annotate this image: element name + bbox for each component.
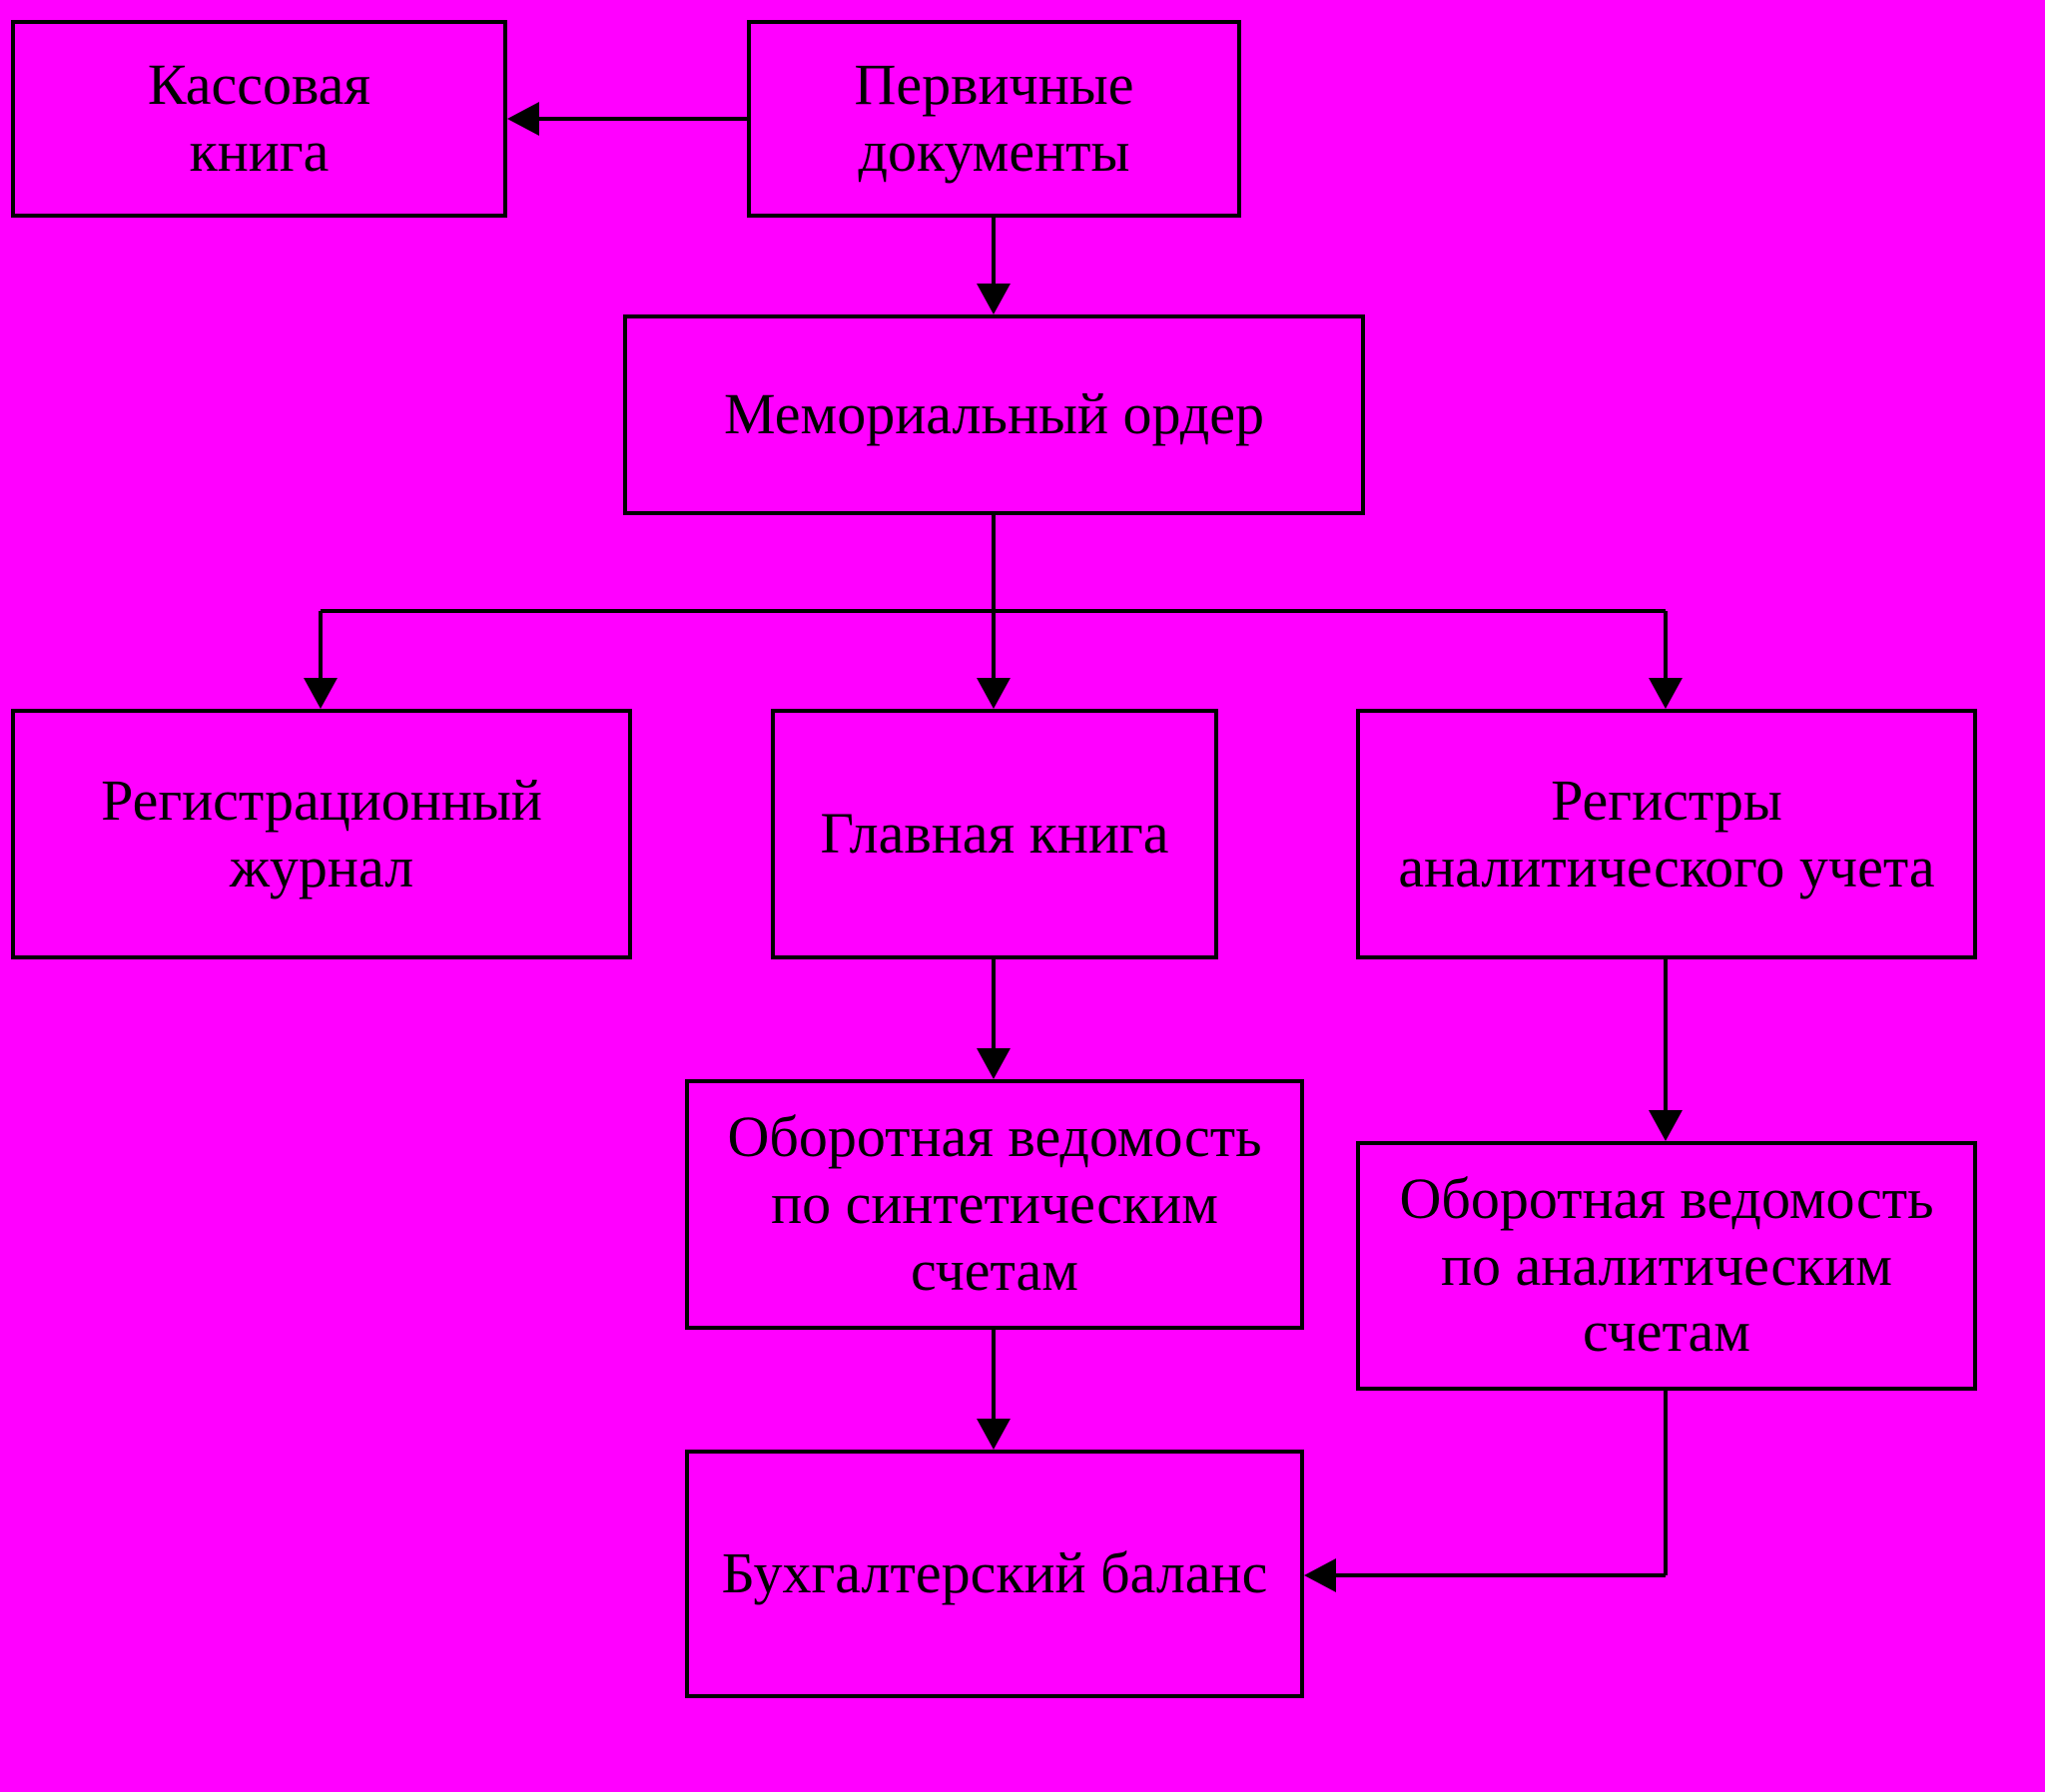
edge-memorial-to-registers-arrow xyxy=(1649,678,1683,709)
node-analytical-registers: Регистры аналитического учета xyxy=(1356,709,1977,959)
node-synthetic-turnover-label: Оборотная ведомость по синтетическим сче… xyxy=(727,1104,1262,1303)
node-primary-documents: Первичные документы xyxy=(747,20,1241,218)
node-analytical-registers-label: Регистры аналитического учета xyxy=(1398,767,1935,899)
node-cash-book: Кассовая книга xyxy=(11,20,507,218)
node-memorial-order: Мемориальный ордер xyxy=(623,314,1365,515)
node-cash-book-label: Кассовая книга xyxy=(147,52,371,184)
edge-memorial-to-journal-arrow xyxy=(304,678,338,709)
node-balance-sheet-label: Бухгалтерский баланс xyxy=(721,1540,1268,1606)
node-balance-sheet: Бухгалтерский баланс xyxy=(685,1450,1304,1698)
node-memorial-order-label: Мемориальный ордер xyxy=(724,381,1264,447)
edge-analytical-to-balance-arrow xyxy=(1304,1558,1336,1592)
edge-primary-to-memorial-arrow xyxy=(977,284,1011,314)
node-analytical-turnover-label: Оборотная ведомость по аналитическим сче… xyxy=(1399,1165,1934,1365)
edge-ledger-to-synthetic-arrow xyxy=(977,1048,1011,1079)
node-registration-journal: Регистрационный журнал xyxy=(11,709,632,959)
node-registration-journal-label: Регистрационный журнал xyxy=(101,767,542,899)
edge-registers-to-analytical-arrow xyxy=(1649,1110,1683,1141)
edge-synthetic-to-balance-arrow xyxy=(977,1419,1011,1450)
node-general-ledger-label: Главная книга xyxy=(820,801,1169,867)
node-synthetic-turnover: Оборотная ведомость по синтетическим сче… xyxy=(685,1079,1304,1330)
edge-primary-to-cashbook-arrow xyxy=(507,102,539,136)
node-general-ledger: Главная книга xyxy=(771,709,1218,959)
node-primary-documents-label: Первичные документы xyxy=(854,52,1134,184)
node-analytical-turnover: Оборотная ведомость по аналитическим сче… xyxy=(1356,1141,1977,1391)
edge-memorial-to-ledger-arrow xyxy=(977,678,1011,709)
